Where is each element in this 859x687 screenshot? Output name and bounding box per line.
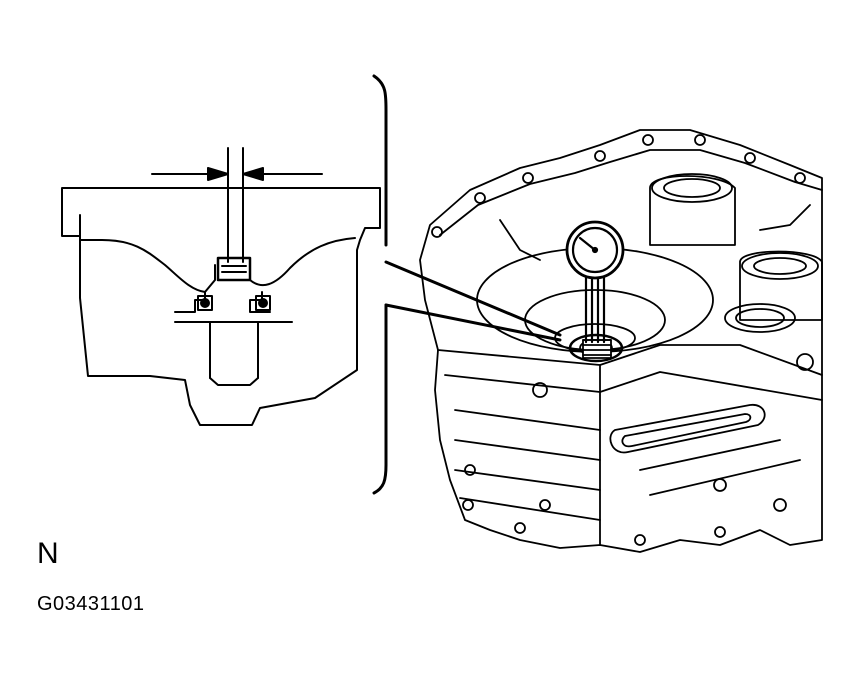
leader-line-lower [384, 303, 562, 342]
case-flange-outline [419, 129, 823, 553]
view-letter: N [37, 537, 59, 570]
case-ribs [454, 409, 601, 521]
flange-bolt-bosses [431, 134, 806, 546]
dial-indicator-gauge [565, 220, 625, 344]
bearing-outer-race [568, 333, 624, 363]
seal-right [255, 295, 271, 311]
housing-inner-contour [79, 214, 356, 293]
seal-left [197, 295, 213, 311]
case-oval-port [609, 404, 766, 454]
case-upper-tower [649, 175, 736, 246]
housing-section-outline [61, 187, 381, 426]
cross-section-detail [61, 147, 381, 426]
dial-needle [578, 236, 597, 252]
bearing-housing [174, 291, 271, 313]
leader-line-upper [384, 260, 562, 337]
case-side-tower [739, 250, 823, 321]
transaxle-case [419, 129, 823, 553]
bearing-race [216, 256, 252, 282]
figure-code: G03431101 [37, 593, 145, 615]
arrow-left-icon [242, 167, 264, 181]
detail-bracket [372, 74, 388, 495]
arrow-right-icon [207, 167, 229, 181]
